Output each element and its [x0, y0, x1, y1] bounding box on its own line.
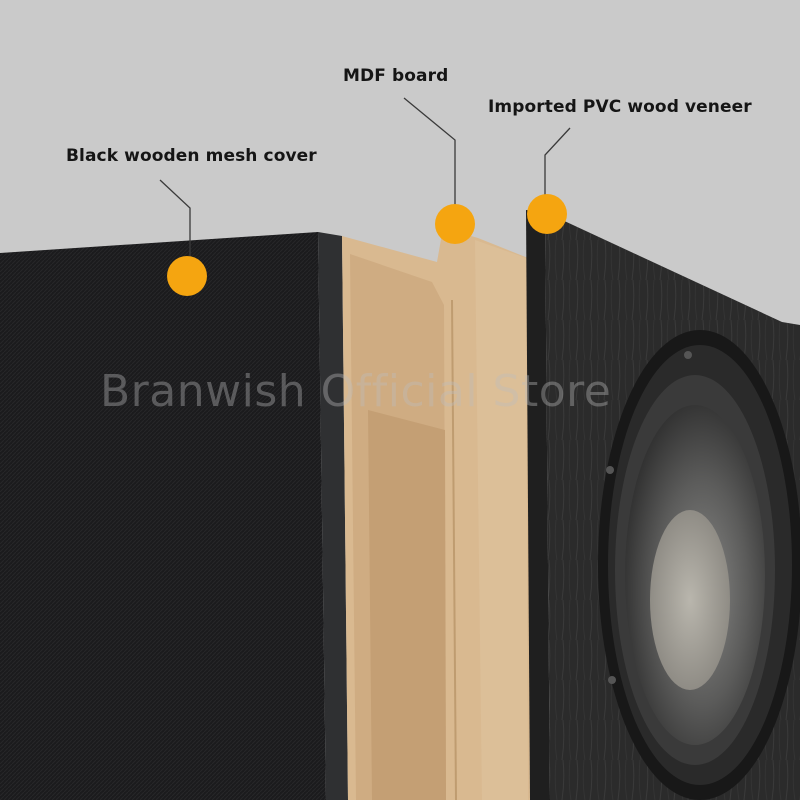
mdf-label: MDF board	[343, 66, 449, 86]
mdf-marker	[435, 204, 475, 244]
mesh-cover-edge	[318, 232, 348, 800]
mdf-inner-shadow	[368, 410, 446, 800]
pvc-leader-line	[544, 127, 571, 195]
mesh-leader-line	[159, 179, 191, 260]
pvc-marker	[527, 194, 567, 234]
mdf-groove	[451, 299, 457, 800]
mdf-leader-line	[403, 97, 456, 210]
watermark: Branwish Official Store	[100, 366, 612, 417]
woofer-driver	[598, 330, 800, 800]
veneer-edge	[526, 210, 550, 800]
pvc-veneer-label: Imported PVC wood veneer	[488, 97, 752, 117]
mesh-cover-panel	[0, 232, 326, 800]
mesh-marker	[167, 256, 207, 296]
mesh-cover-label: Black wooden mesh cover	[66, 146, 317, 166]
mdf-side-strip	[475, 240, 528, 800]
